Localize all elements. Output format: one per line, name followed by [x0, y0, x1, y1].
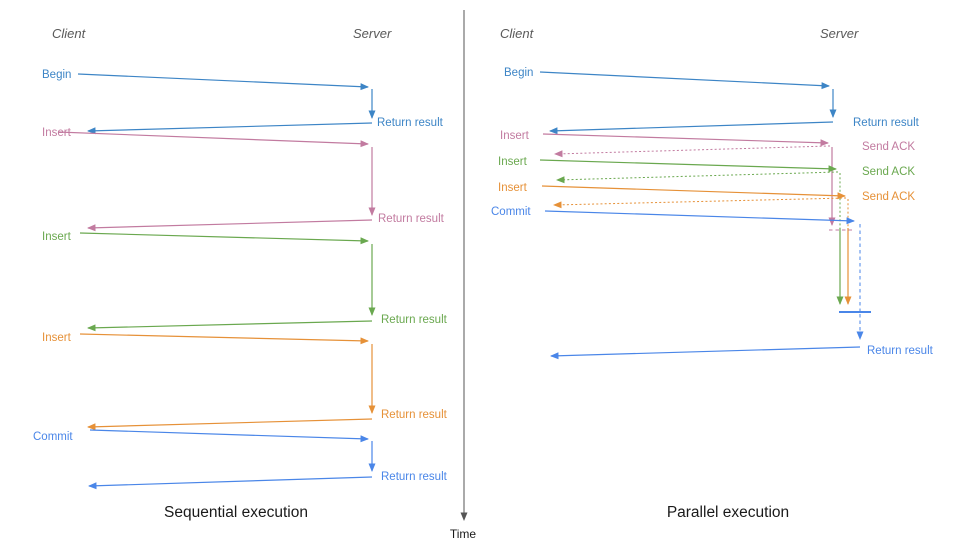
parallel-panel: Client Server Begin Return result Insert…: [491, 26, 934, 521]
request-arrow: [544, 210, 855, 225]
request-arrow: [539, 71, 830, 90]
request-arrow: [89, 429, 369, 443]
seq-step-insert-1: Insert Return result: [42, 127, 445, 232]
seq-step-insert-2: Insert Return result: [42, 231, 448, 332]
return-result-label: Return result: [381, 314, 448, 326]
response-arrow: [549, 121, 834, 135]
request-arrow: [77, 73, 369, 91]
return-result-label: Return result: [381, 471, 448, 483]
step-label: Commit: [33, 431, 73, 443]
response-arrow: [87, 219, 373, 232]
request-arrow: [57, 131, 369, 148]
return-result-label: Return result: [377, 117, 444, 129]
step-label: Insert: [42, 231, 72, 243]
response-arrow: [87, 122, 373, 135]
panel-title-parallel: Parallel execution: [667, 504, 789, 521]
column-header-server: Server: [820, 26, 859, 41]
column-header-client: Client: [500, 26, 535, 41]
seq-step-insert-3: Insert Return result: [42, 332, 448, 431]
step-label: Insert: [500, 130, 530, 142]
column-header-server: Server: [353, 26, 392, 41]
return-result-label: Return result: [381, 409, 448, 421]
response-arrow: [87, 320, 373, 332]
return-result-label: Return result: [867, 345, 934, 357]
par-step-insert-1: Insert Send ACK: [500, 130, 915, 231]
request-arrow: [542, 133, 829, 147]
par-step-begin: Begin Return result: [504, 67, 920, 135]
time-axis-label: Time: [450, 527, 477, 540]
request-arrow: [79, 333, 369, 345]
response-arrow: [87, 418, 373, 431]
step-label: Insert: [42, 332, 72, 344]
return-result-label: Return result: [378, 213, 445, 225]
seq-step-begin: Begin Return result: [42, 69, 444, 135]
step-label: Insert: [498, 182, 528, 194]
panel-title-sequential: Sequential execution: [164, 504, 308, 521]
request-arrow: [539, 159, 837, 173]
par-step-insert-3: Insert Send ACK: [498, 182, 915, 305]
time-axis: Time: [450, 10, 477, 540]
request-arrow: [79, 232, 369, 245]
step-label: Begin: [504, 67, 533, 79]
ack-arrow: [554, 145, 831, 158]
step-label: Insert: [42, 127, 72, 139]
step-label: Commit: [491, 206, 531, 218]
request-arrow: [541, 185, 846, 200]
step-label: Begin: [42, 69, 71, 81]
par-step-insert-2: Insert Send ACK: [498, 156, 915, 305]
column-header-client: Client: [52, 26, 87, 41]
return-result-label: Return result: [853, 117, 920, 129]
ack-arrow: [553, 197, 847, 209]
step-label: Insert: [498, 156, 528, 168]
par-step-commit: Commit Return result: [491, 206, 934, 360]
send-ack-label: Send ACK: [862, 191, 915, 203]
response-arrow: [550, 346, 861, 360]
seq-step-commit: Commit Return result: [33, 429, 448, 490]
sequential-panel: Client Server Begin Return result Insert…: [33, 26, 448, 521]
ack-arrow: [556, 171, 839, 184]
response-arrow: [88, 476, 373, 490]
send-ack-label: Send ACK: [862, 141, 915, 153]
send-ack-label: Send ACK: [862, 166, 915, 178]
